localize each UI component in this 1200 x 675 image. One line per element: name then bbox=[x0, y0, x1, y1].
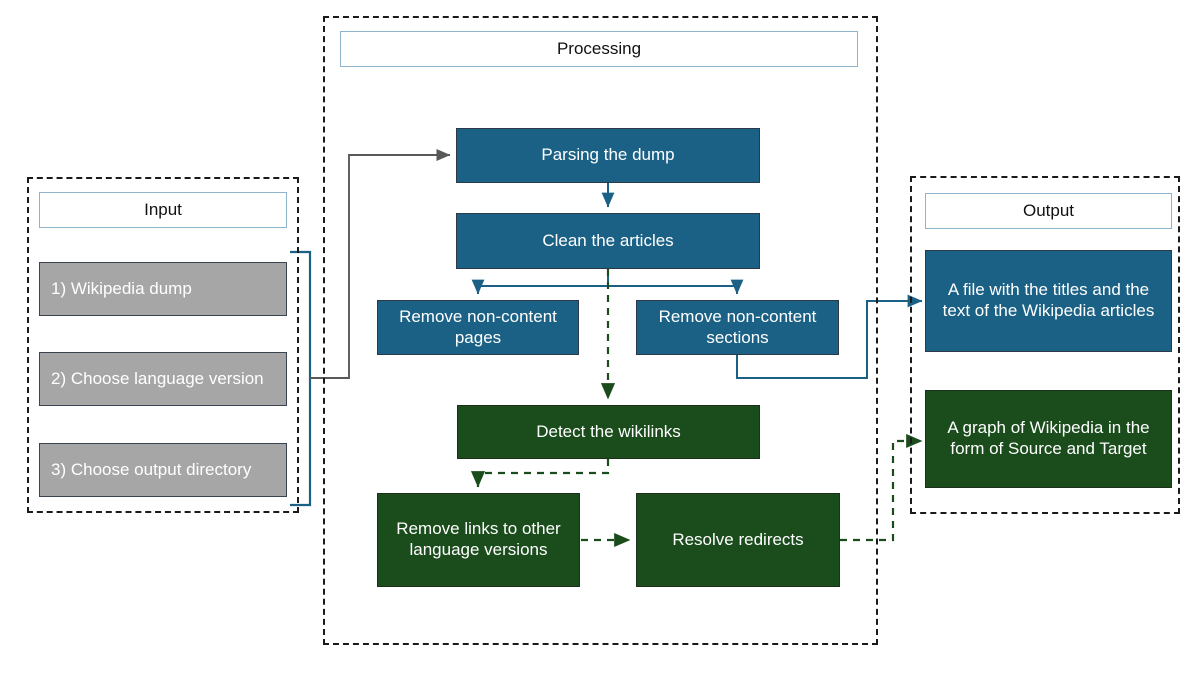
processing-node-remove-links-to-other-language-versions[interactable]: Remove links to other language versions bbox=[377, 493, 580, 587]
processing-node-resolve-redirects[interactable]: Resolve redirects bbox=[636, 493, 840, 587]
processing-group bbox=[323, 16, 878, 645]
processing-node-parsing-the-dump[interactable]: Parsing the dump bbox=[456, 128, 760, 183]
processing-node-clean-the-articles[interactable]: Clean the articles bbox=[456, 213, 760, 269]
processing-node-detect-the-wikilinks[interactable]: Detect the wikilinks bbox=[457, 405, 760, 459]
input-item-wikipedia-dump[interactable]: 1) Wikipedia dump bbox=[39, 262, 287, 316]
input-item-choose-output-directory[interactable]: 3) Choose output directory bbox=[39, 443, 287, 497]
processing-node-remove-non-content-sections[interactable]: Remove non-content sections bbox=[636, 300, 839, 355]
output-item-graph-source-target[interactable]: A graph of Wikipedia in the form of Sour… bbox=[925, 390, 1172, 488]
input-group-title: Input bbox=[39, 192, 287, 228]
output-group-title: Output bbox=[925, 193, 1172, 229]
input-group bbox=[27, 177, 299, 513]
output-item-file-titles-text[interactable]: A file with the titles and the text of t… bbox=[925, 250, 1172, 352]
processing-group-title: Processing bbox=[340, 31, 858, 67]
input-item-choose-language-version[interactable]: 2) Choose language version bbox=[39, 352, 287, 406]
output-group bbox=[910, 176, 1180, 514]
processing-node-remove-non-content-pages[interactable]: Remove non-content pages bbox=[377, 300, 579, 355]
